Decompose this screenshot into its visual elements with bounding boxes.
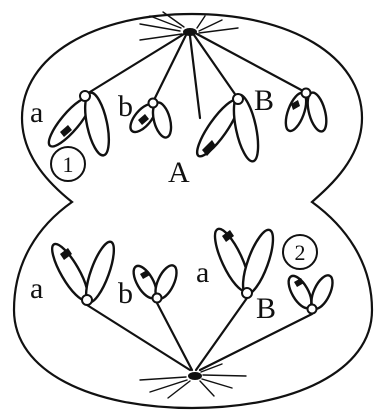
chromosome-upper-b bbox=[126, 99, 174, 140]
chromosome-lower-a-right bbox=[209, 225, 279, 298]
label-top-A: A bbox=[168, 156, 190, 189]
marker-2: 2 bbox=[283, 235, 317, 269]
chromosome-lower-2 bbox=[284, 272, 337, 313]
lower-spindle-pole bbox=[140, 364, 246, 398]
chromosome-upper-A bbox=[191, 93, 263, 164]
label-bottom-a-right: a bbox=[196, 256, 209, 289]
label-bottom-b: b bbox=[118, 277, 133, 310]
label-top-b: b bbox=[118, 90, 133, 123]
cell-membrane bbox=[14, 14, 372, 408]
chromosome-lower-a-left bbox=[46, 239, 119, 305]
marker-2-text: 2 bbox=[295, 240, 306, 265]
marker-1: 1 bbox=[51, 147, 85, 181]
label-top-B: B bbox=[254, 84, 274, 117]
marker-1-text: 1 bbox=[63, 152, 74, 177]
chromosome-upper-B bbox=[282, 89, 330, 134]
label-top-a: a bbox=[30, 96, 43, 129]
label-bottom-B: B bbox=[256, 292, 276, 325]
label-bottom-a-left: a bbox=[30, 272, 43, 305]
chromosome-upper-a bbox=[43, 91, 113, 158]
chromosome-lower-b bbox=[129, 262, 181, 302]
